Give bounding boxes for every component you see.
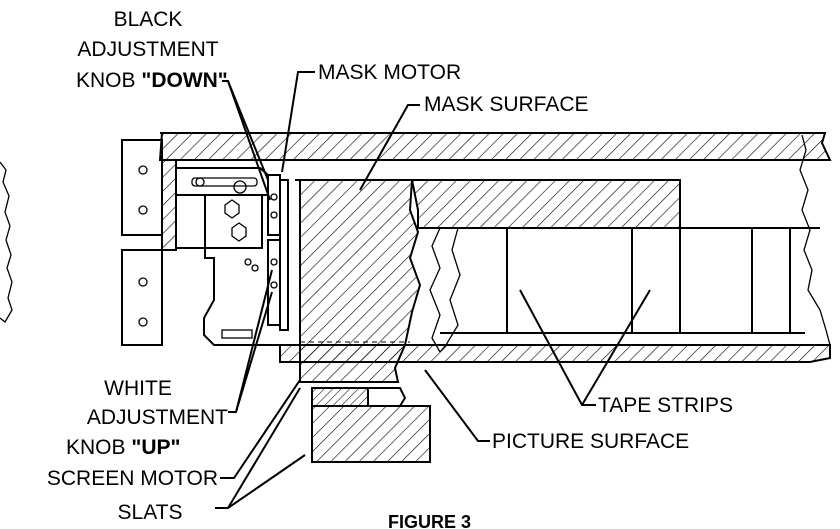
mask-surface-label: MASK SURFACE (424, 93, 589, 116)
white-knob-label-line3: KNOB "UP" (66, 436, 180, 459)
mask-motor-label: MASK MOTOR (318, 61, 461, 84)
slats-label: SLATS (118, 501, 183, 524)
left-edge-fragment (0, 161, 13, 323)
housing-top-wall (158, 132, 832, 161)
bracket-lower (121, 249, 163, 346)
white-knob-label-line2: ADJUSTMENT (87, 406, 228, 429)
black-knob-label-line2: ADJUSTMENT (77, 38, 218, 61)
mask-motor (267, 174, 281, 236)
screen-motor-label: SCREEN MOTOR (47, 467, 218, 490)
picture-surface-edge (439, 227, 461, 353)
figure-caption: FIGURE 3 (388, 512, 471, 529)
white-knob (270, 258, 278, 266)
slat-lower (311, 405, 431, 463)
mask-surface (295, 179, 422, 346)
slat-upper (311, 387, 369, 407)
housing-left-wall (161, 159, 177, 251)
tape-strips-label: TAPE STRIPS (598, 394, 733, 417)
picture-surface-label: PICTURE SURFACE (492, 430, 689, 453)
bracket-upper (121, 139, 163, 236)
black-knob (270, 193, 278, 201)
black-knob-label-line1: BLACK (114, 8, 183, 31)
black-knob-label-line3: KNOB "DOWN" (76, 69, 228, 92)
white-knob-label-line1: WHITE (104, 377, 172, 400)
